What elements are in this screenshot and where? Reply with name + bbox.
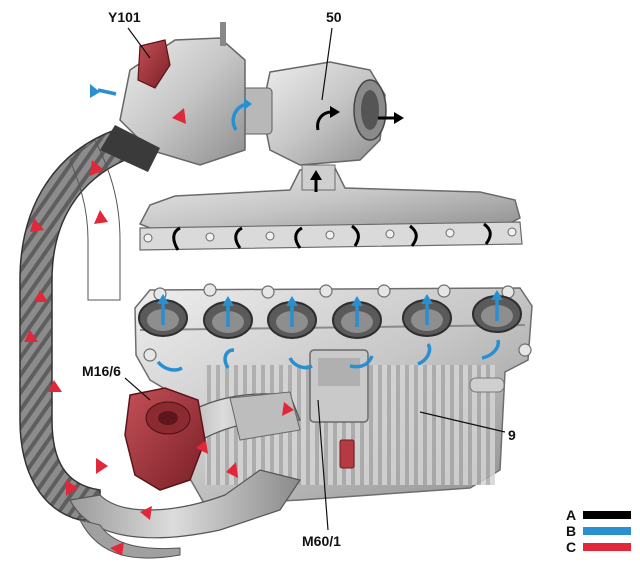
legend-key-b: B: [566, 523, 576, 539]
label-y101: Y101: [108, 9, 141, 25]
label-m60-1: M60/1: [302, 533, 341, 549]
legend: A B C: [566, 507, 631, 555]
intake-manifold: [134, 283, 533, 506]
intake-arrowheads: [90, 84, 503, 306]
exhaust-flow-arrows: [172, 110, 492, 251]
leader-lines: [124, 27, 506, 531]
intake-flow-arrows: [97, 88, 501, 372]
label-50: 50: [326, 9, 342, 25]
legend-swatch-c: [583, 543, 631, 551]
exhaust-arrowheads: [310, 106, 404, 180]
m16-6-motor: [124, 387, 206, 491]
legend-key-c: C: [566, 539, 576, 555]
charge-air-hose: [19, 125, 301, 559]
legend-key-a: A: [566, 507, 576, 523]
turbocharger: [119, 22, 387, 191]
charge-air-flow-arrows: [24, 108, 294, 556]
legend-swatch-a: [583, 511, 631, 519]
label-m16-6: M16/6: [82, 363, 121, 379]
label-9: 9: [508, 427, 516, 443]
legend-swatch-b: [583, 527, 631, 535]
